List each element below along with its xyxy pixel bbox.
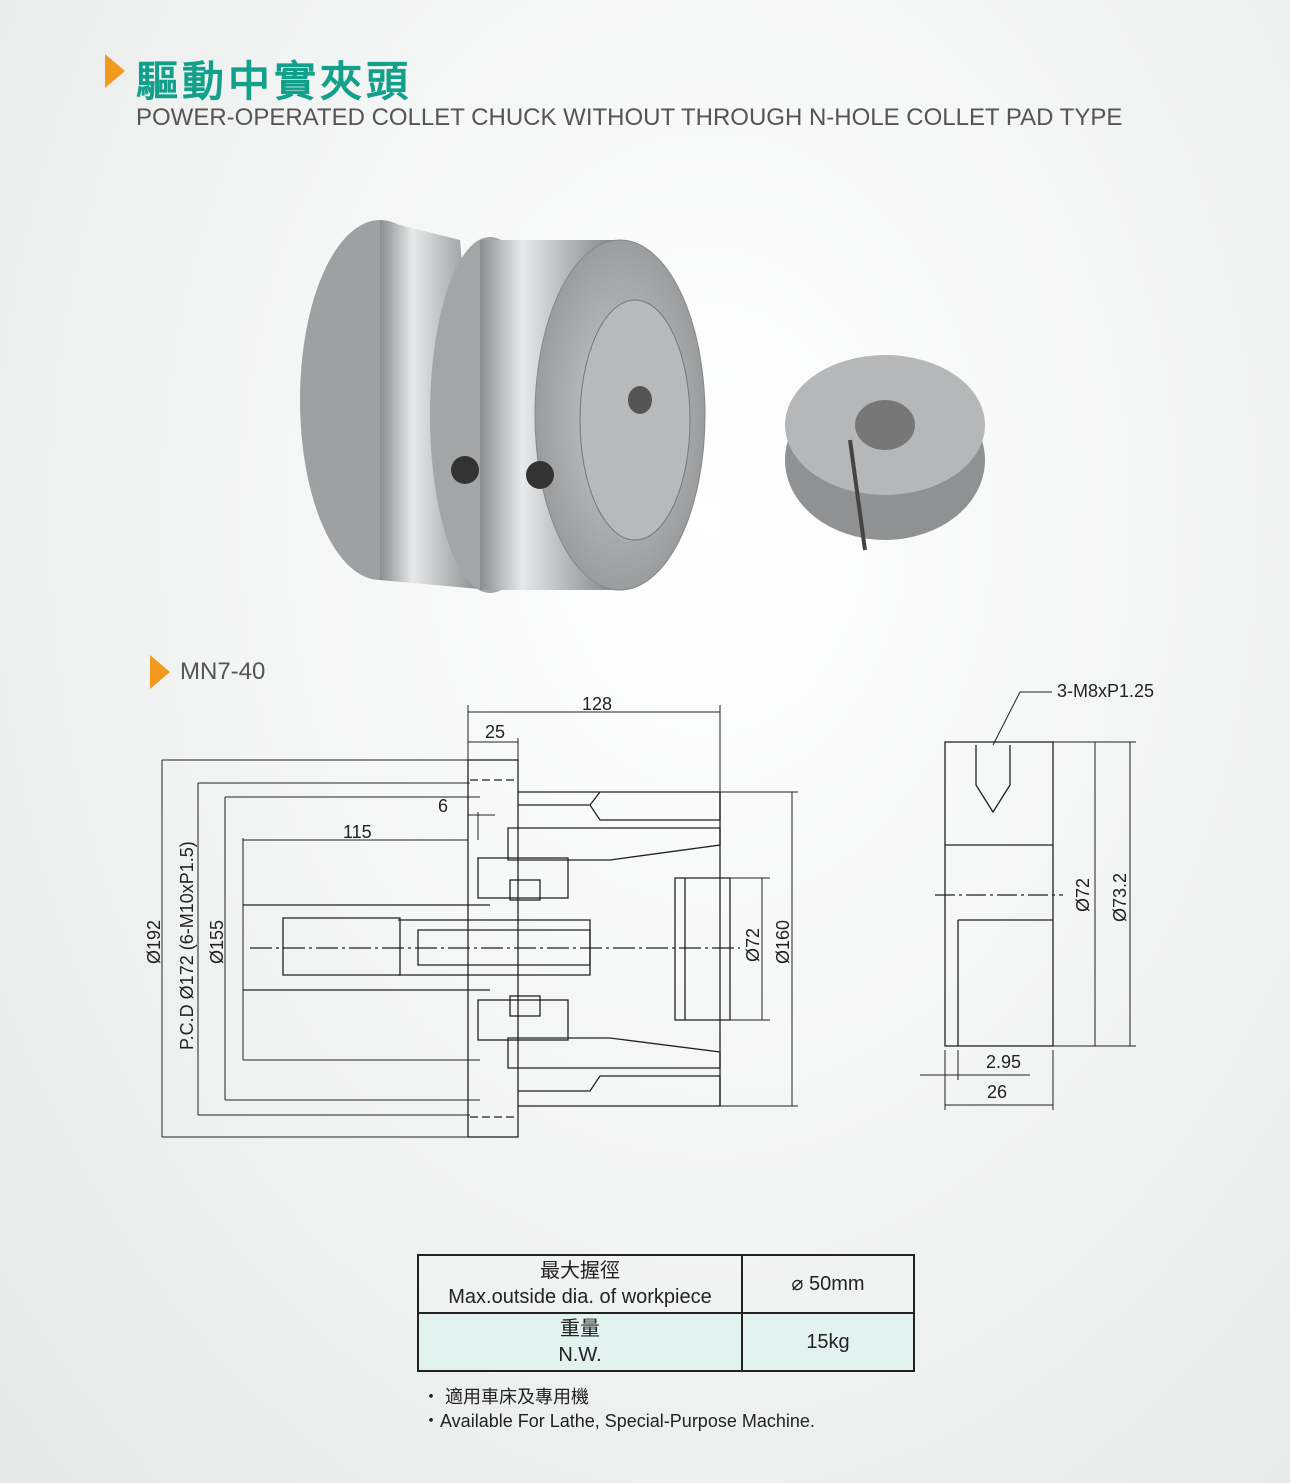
side-view — [920, 691, 1136, 1110]
page-title: 驅動中實夾頭 — [136, 57, 413, 106]
spec-label-cn: 重量 — [560, 1318, 600, 1340]
spec-table: 最大握徑 Max.outside dia. of workpiece ⌀ 50mm… — [417, 1254, 915, 1372]
note-cn: ・ 適用車床及專用機 — [422, 1387, 590, 1407]
dim-pcd: P.C.D Ø172 (6-M10xP1.5) — [177, 841, 197, 1050]
dim-192: Ø192 — [144, 920, 164, 964]
table-row: 重量 N.W. 15kg — [417, 1312, 915, 1372]
dim-25: 25 — [485, 722, 505, 742]
section-marker-icon — [105, 54, 125, 88]
dim-thread: 3-M8xP1.25 — [1057, 681, 1154, 701]
table-row: 最大握徑 Max.outside dia. of workpiece ⌀ 50mm — [417, 1254, 915, 1314]
model-marker-icon — [150, 655, 170, 689]
spec-label-en: N.W. — [558, 1344, 602, 1366]
note-en: ・Available For Lathe, Special-Purpose Ma… — [422, 1411, 815, 1431]
spec-label-cn: 最大握徑 — [540, 1260, 620, 1282]
dim-72: Ø72 — [743, 928, 763, 962]
page-subtitle: POWER-OPERATED COLLET CHUCK WITHOUT THRO… — [136, 104, 1123, 131]
dim-155: Ø155 — [207, 920, 227, 964]
dim-160: Ø160 — [773, 920, 793, 964]
dim-side-72: Ø72 — [1073, 878, 1093, 912]
spec-value: 15kg — [741, 1312, 915, 1372]
spec-value: ⌀ 50mm — [741, 1254, 915, 1314]
collet-pad-image — [785, 355, 985, 551]
dim-6: 6 — [438, 796, 448, 816]
notes: ・ 適用車床及專用機 ・Available For Lathe, Special… — [422, 1385, 815, 1433]
dim-26: 26 — [987, 1082, 1007, 1102]
chuck-image — [300, 220, 706, 593]
technical-drawing: 128 25 6 115 Ø192 P.C.D Ø172 (6-M10xP1.5… — [144, 681, 1154, 1138]
dimension-lines — [161, 705, 798, 1138]
dim-115: 115 — [343, 822, 372, 842]
product-photo — [300, 220, 985, 593]
spec-label-en: Max.outside dia. of workpiece — [448, 1286, 712, 1308]
dim-2-95: 2.95 — [986, 1052, 1021, 1072]
dim-side-73: Ø73.2 — [1110, 873, 1130, 922]
dim-128: 128 — [582, 694, 612, 714]
model-name: MN7-40 — [180, 658, 266, 685]
